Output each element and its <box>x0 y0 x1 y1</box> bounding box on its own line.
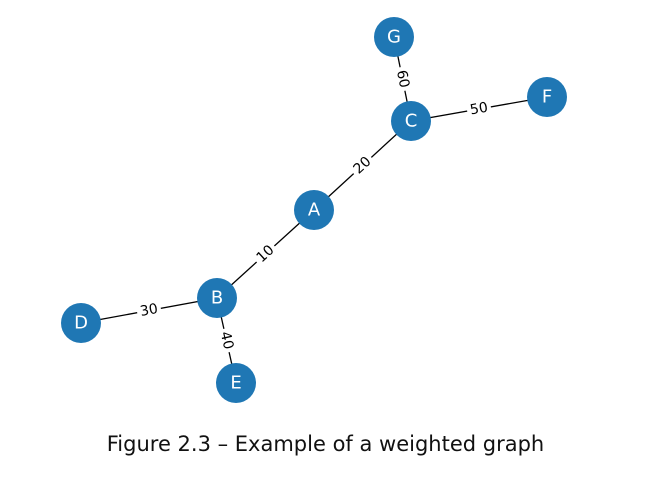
node-label: G <box>387 27 401 48</box>
nodes-layer: A B C D E F G <box>61 17 567 403</box>
edge-weight-label: 10 <box>250 239 281 269</box>
edge-weight-label: 60 <box>391 65 414 93</box>
edge-label-background <box>215 326 238 355</box>
figure-caption: Figure 2.3 – Example of a weighted graph <box>106 432 545 456</box>
edge-label-background <box>135 299 163 322</box>
node-label: B <box>211 288 223 309</box>
edge-weight-text: 50 <box>469 100 489 119</box>
node-circle <box>197 278 237 318</box>
node-circle <box>61 303 101 343</box>
node-circle <box>374 17 414 57</box>
edge-a-c: 20 <box>313 120 412 211</box>
node-label: F <box>542 87 552 108</box>
edge-weight-label: 30 <box>135 299 163 322</box>
node-circle <box>294 190 334 230</box>
node-label: D <box>74 313 88 334</box>
node-c: C <box>391 101 431 141</box>
edge-weight-label: 20 <box>347 150 378 181</box>
node-label: E <box>230 373 241 394</box>
node-label: C <box>405 111 418 132</box>
node-f: F <box>527 77 567 117</box>
node-g: G <box>374 17 414 57</box>
edge-b-d: 30 <box>80 297 218 324</box>
node-circle <box>527 77 567 117</box>
weighted-graph: 10 20 30 40 50 60 A B C D E F G <box>61 17 567 403</box>
node-circle <box>216 363 256 403</box>
edge-label-background <box>347 150 378 181</box>
node-d: D <box>61 303 101 343</box>
edge-weight-label: 40 <box>215 326 238 355</box>
node-a: A <box>294 190 334 230</box>
edge-c-f: 50 <box>410 96 548 122</box>
node-b: B <box>197 278 237 318</box>
edge-weight-text: 30 <box>139 301 159 320</box>
edge-label-background <box>465 98 493 120</box>
edge-a-b: 10 <box>216 209 315 299</box>
node-circle <box>391 101 431 141</box>
node-e: E <box>216 363 256 403</box>
edge-weight-text: 40 <box>217 330 237 351</box>
edge-weight-label: 50 <box>465 98 493 120</box>
node-label: A <box>308 200 321 221</box>
edge-weight-text: 60 <box>393 69 412 90</box>
edge-label-background <box>391 65 414 93</box>
edge-label-background <box>250 239 281 269</box>
